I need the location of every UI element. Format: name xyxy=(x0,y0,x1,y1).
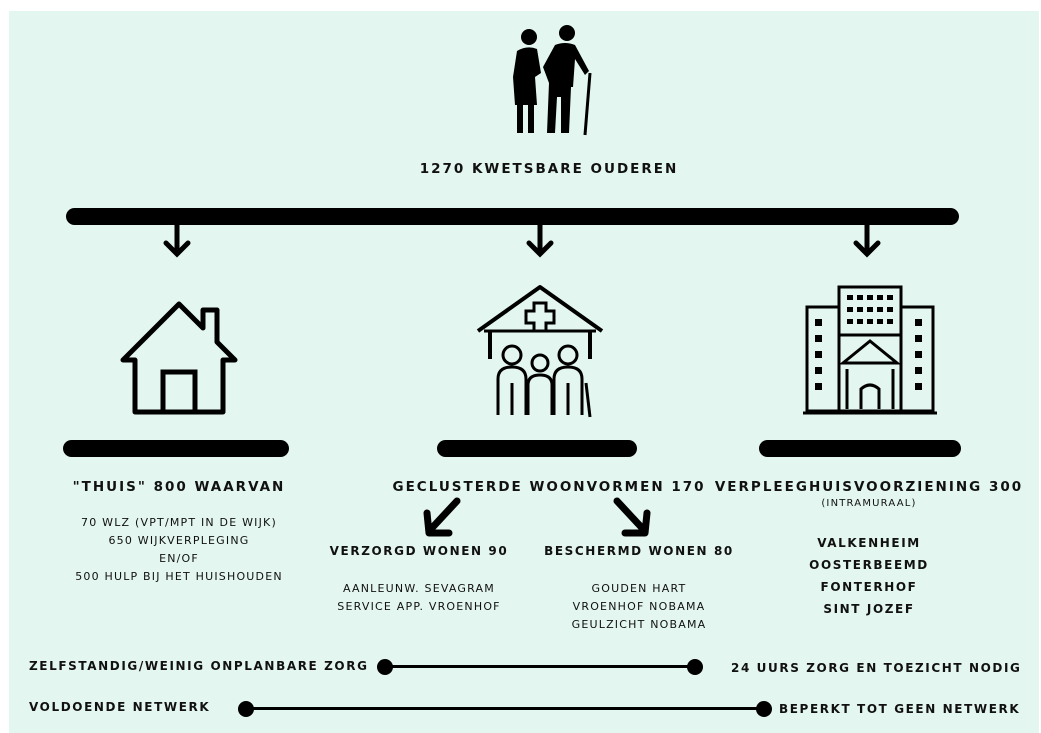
detail-line: VROENHOF NOBAMA xyxy=(572,600,706,613)
sub-details-verzorgd: AANLEUNW. SEVAGRAM SERVICE APP. VROENHOF xyxy=(329,580,509,616)
scale-right-network: BEPERKT TOT GEEN NETWERK xyxy=(779,702,1021,716)
elderly-couple-icon xyxy=(513,25,592,136)
column-bar-geclusterd xyxy=(437,440,637,457)
infographic-canvas: 1270 KWETSBARE OUDEREN "THUIS" 800 WAARV… xyxy=(9,11,1039,733)
detail-line: EN/OF xyxy=(159,552,199,565)
detail-line: GOUDEN HART xyxy=(591,582,687,595)
sub-details-beschermd: GOUDEN HART VROENHOF NOBAMA GEULZICHT NO… xyxy=(539,580,739,634)
care-home-icon xyxy=(476,285,604,418)
house-icon xyxy=(120,301,238,415)
detail-line: 500 HULP BIJ HET HUISHOUDEN xyxy=(75,570,283,583)
detail-line: FONTERHOF xyxy=(820,580,918,594)
detail-line: 70 WLZ (VPT/MPT IN DE WIJK) xyxy=(81,516,277,529)
detail-line: SERVICE APP. VROENHOF xyxy=(337,600,501,613)
scale-left-care: ZELFSTANDIG/WEINIG ONPLANBARE ZORG xyxy=(29,659,369,673)
column-details-verpleeghuis: VALKENHEIM OOSTERBEEMD FONTERHOF SINT JO… xyxy=(789,532,949,620)
scale-line-care xyxy=(385,665,697,668)
detail-line: AANLEUNW. SEVAGRAM xyxy=(343,582,495,595)
main-split-bar xyxy=(66,208,959,225)
column-bar-verpleeghuis xyxy=(759,440,961,457)
column-subtitle-verpleeghuis: (INTRAMURAAL) xyxy=(821,498,917,509)
scale-end-dot xyxy=(687,659,703,675)
column-title-thuis: "THUIS" 800 WAARVAN xyxy=(72,479,286,495)
column-details-thuis: 70 WLZ (VPT/MPT IN DE WIJK) 650 WIJKVERP… xyxy=(29,514,329,586)
column-title-verpleeghuis: VERPLEEGHUISVOORZIENING 300 xyxy=(714,479,1024,495)
scale-left-network: VOLDOENDE NETWERK xyxy=(29,700,211,714)
column-bar-thuis xyxy=(63,440,289,457)
arrow-down-icon xyxy=(163,225,191,258)
nursing-home-building-icon xyxy=(803,285,937,415)
detail-line: OOSTERBEEMD xyxy=(809,558,929,572)
column-title-geclusterd: GECLUSTERDE WOONVORMEN 170 xyxy=(392,479,706,495)
scale-end-dot xyxy=(756,701,772,717)
arrow-down-left-icon xyxy=(423,497,461,537)
detail-line: 650 WIJKVERPLEGING xyxy=(108,534,250,547)
arrow-down-right-icon xyxy=(613,497,651,537)
arrow-down-icon xyxy=(853,225,881,258)
top-title: 1270 KWETSBARE OUDEREN xyxy=(419,161,679,177)
scale-line-network xyxy=(246,707,766,710)
arrow-down-icon xyxy=(526,225,554,258)
scale-right-care: 24 UURS ZORG EN TOEZICHT NODIG xyxy=(731,661,1022,675)
detail-line: GEULZICHT NOBAMA xyxy=(571,618,707,631)
detail-line: SINT JOZEF xyxy=(823,602,915,616)
sub-title-verzorgd: VERZORGD WONEN 90 xyxy=(329,544,509,558)
detail-line: VALKENHEIM xyxy=(817,536,921,550)
sub-title-beschermd: BESCHERMD WONEN 80 xyxy=(544,544,734,558)
